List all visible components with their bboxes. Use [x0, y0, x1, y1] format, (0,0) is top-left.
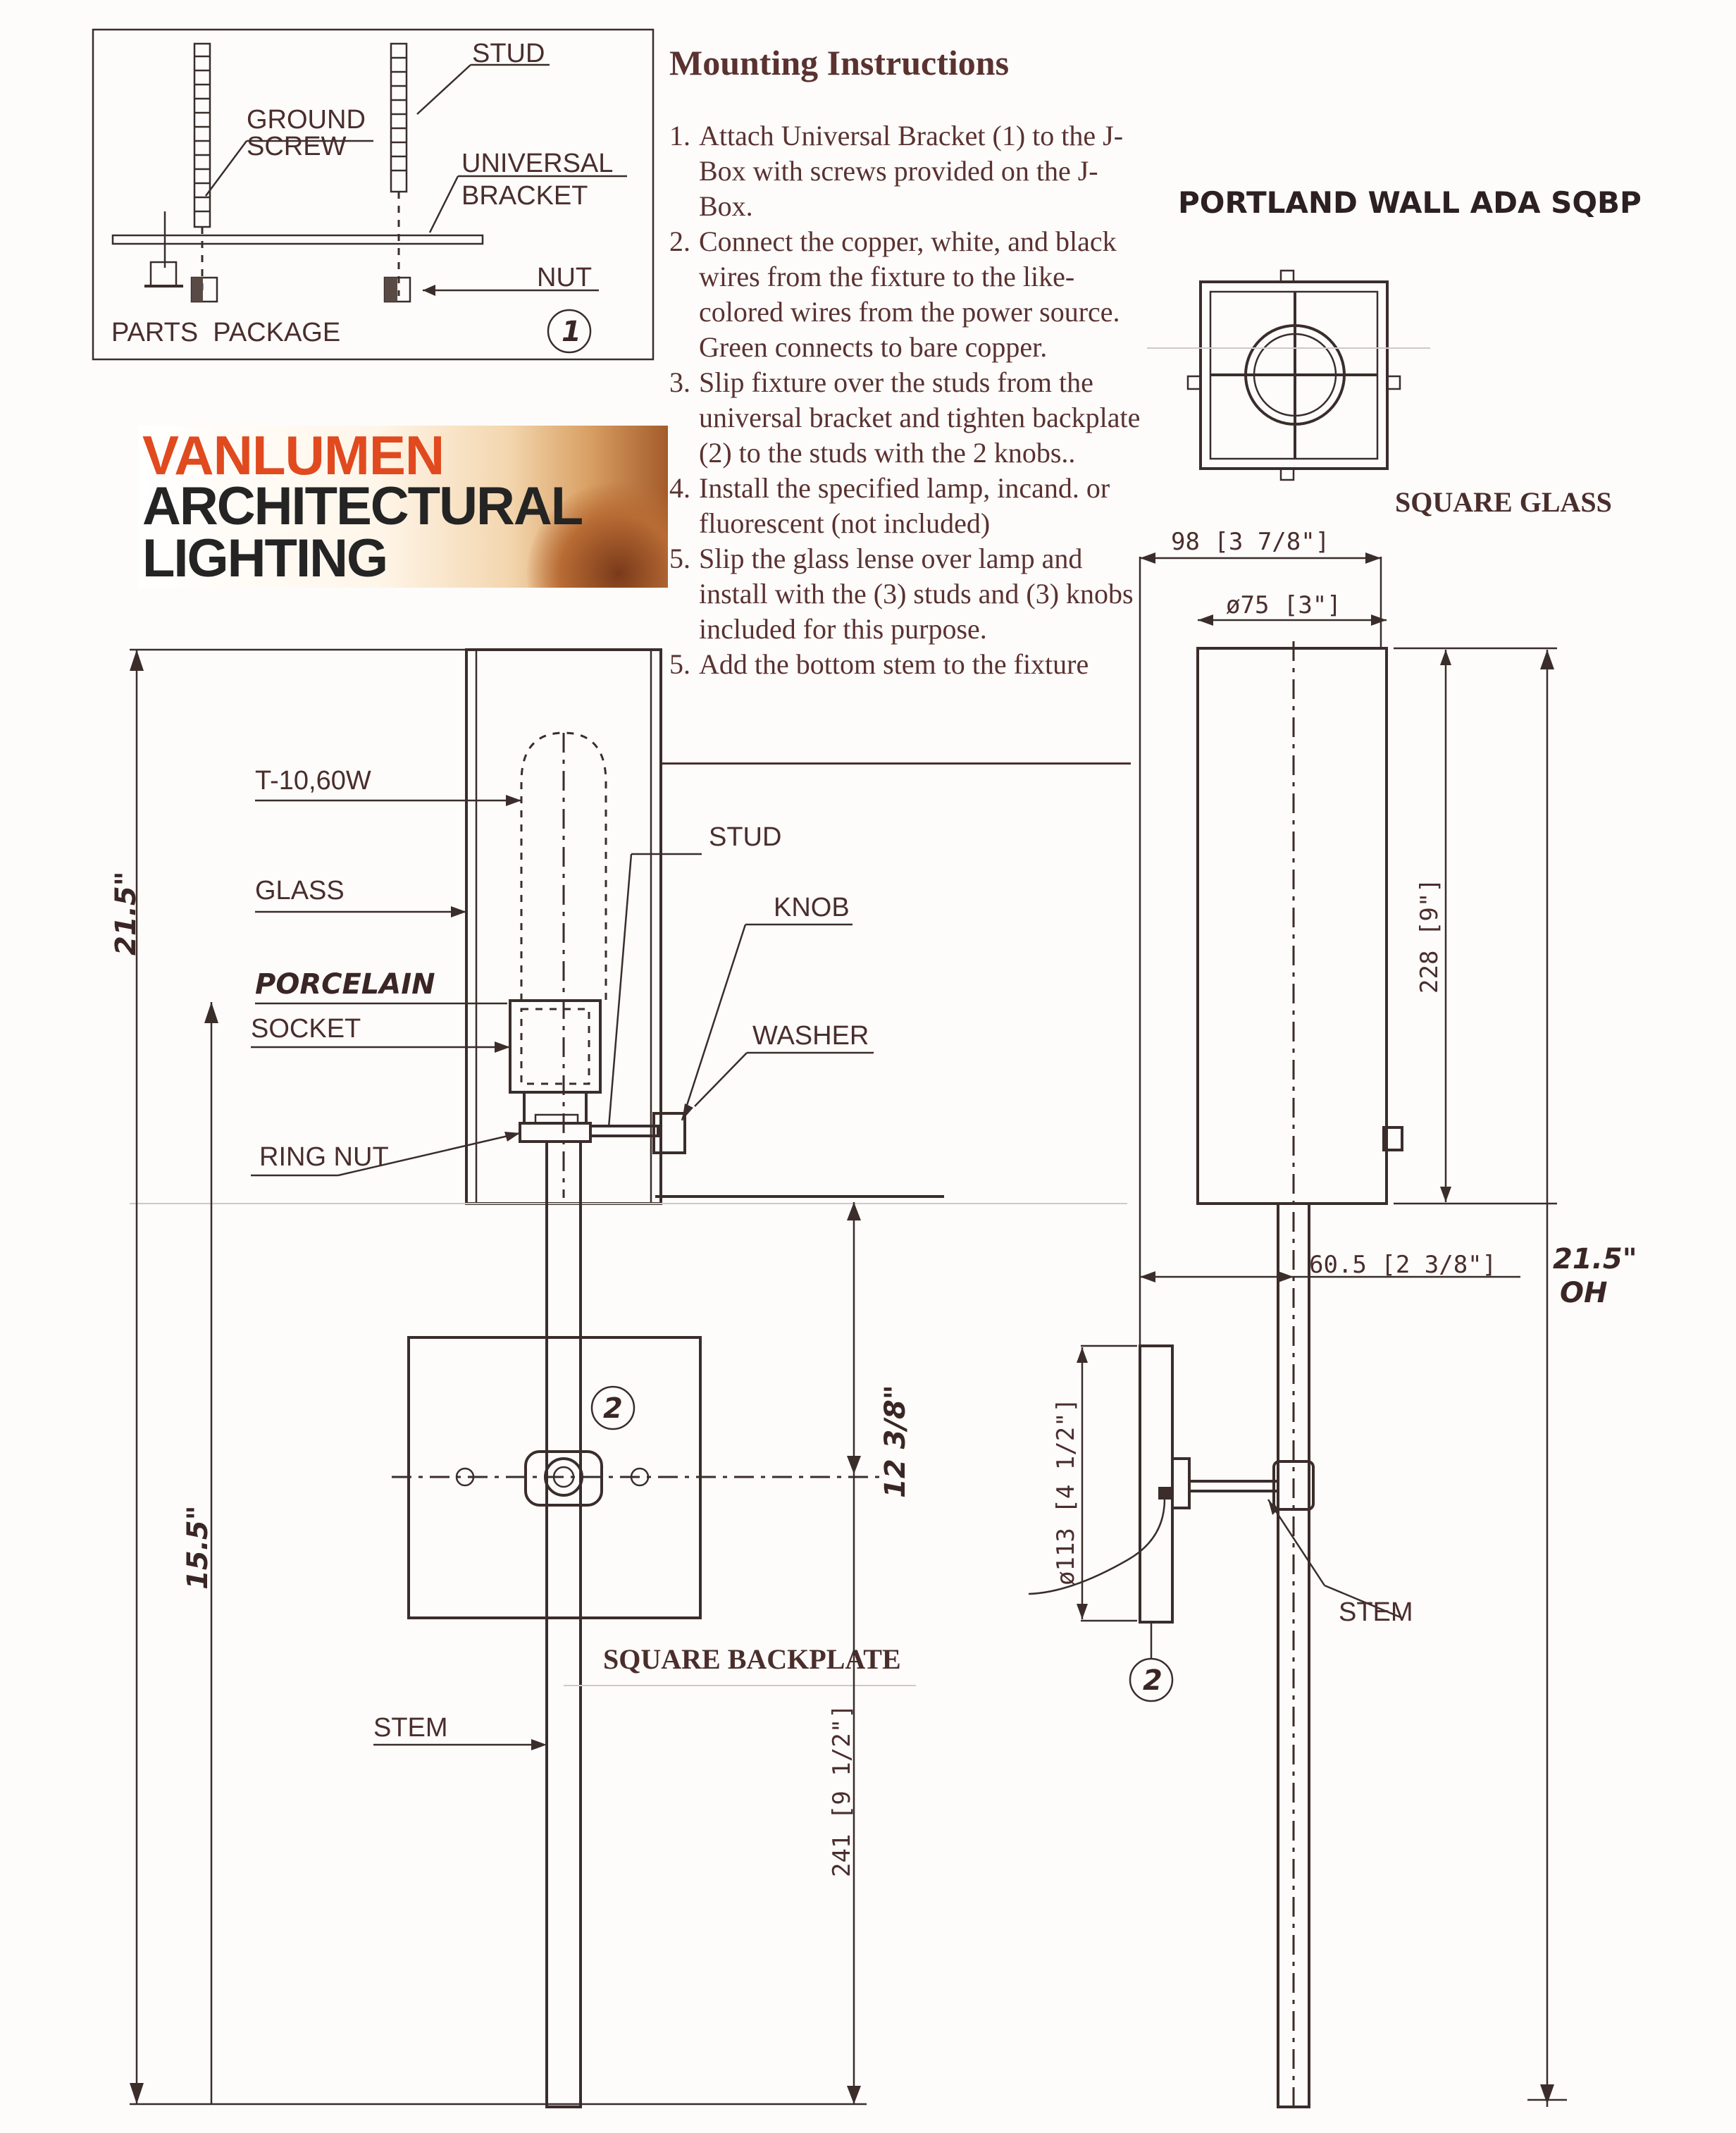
overall-height-value: 21.5" — [1553, 1243, 1637, 1275]
porcelain-socket — [509, 999, 602, 1094]
front-stem-label: STEM — [373, 1713, 448, 1743]
stud-label-front: STUD — [709, 822, 781, 852]
step-number: 5. — [669, 543, 690, 574]
step-text: Add the bottom stem to the fixture — [699, 648, 1089, 680]
backplate-size-dimension: ø113 [4 1/2"] — [1052, 1398, 1080, 1585]
side-backplate-number: 2 — [1143, 1664, 1162, 1697]
parts-package-title: PARTS PACKAGE — [111, 318, 340, 347]
stem-length-dimension: 241 [9 1/2"] — [828, 1704, 856, 1877]
side-stem-label: STEM — [1339, 1597, 1413, 1627]
step-text: Connect the copper, white, and black wir… — [699, 225, 1120, 363]
stud-label: STUD — [472, 39, 545, 68]
backplate-number-circle — [590, 1385, 636, 1430]
backplate-number: 2 — [603, 1392, 623, 1425]
right-stud — [390, 42, 408, 193]
universal-label: UNIVERSAL — [461, 149, 613, 178]
diameter-dimension: ø75 [3"] — [1226, 591, 1341, 619]
instructions-heading: Mounting Instructions — [669, 43, 1010, 82]
square-backplate-label: SQUARE BACKPLATE — [603, 1643, 901, 1675]
step-text: Slip the glass lense over lamp and insta… — [699, 543, 1134, 645]
height-dimension: 228 [9"] — [1415, 878, 1444, 994]
side-stem — [1277, 1202, 1310, 2108]
part-number-1: 1 — [562, 316, 581, 348]
backplate-offset-dimension: 12 3/8" — [879, 1385, 912, 1498]
front-view: 2 SQUARE BACKPLATE T-10,60W — [110, 648, 1127, 2108]
instruction-step: 4. Install the specified lamp, incand. or… — [669, 471, 1148, 541]
instruction-step: 3. Slip fixture over the studs from the u… — [669, 365, 1148, 471]
step-text: Slip fixture over the studs from the uni… — [699, 366, 1141, 469]
mounting-instructions: Mounting Instructions 1. Attach Universal… — [669, 42, 1148, 682]
step-text: Attach Universal Bracket (1) to the J-Bo… — [699, 120, 1124, 222]
side-backplate — [1139, 1344, 1174, 1624]
step-number: 4. — [669, 472, 690, 504]
square-glass-label: SQUARE GLASS — [1395, 486, 1612, 518]
step-number: 2. — [669, 225, 690, 257]
knob-label: KNOB — [774, 893, 850, 922]
instruction-step: 5. Add the bottom stem to the fixture — [669, 647, 1148, 682]
instruction-step: 5. Slip the glass lense over lamp and ins… — [669, 541, 1148, 647]
front-knob — [652, 1112, 686, 1154]
width-dimension: 98 [3 7/8"] — [1171, 528, 1329, 556]
ground-label: GROUND — [247, 105, 366, 135]
side-knob — [1272, 1460, 1315, 1511]
instruction-step: 2. Connect the copper, white, and black w… — [669, 224, 1148, 365]
front-stem — [545, 1140, 582, 2108]
ring-nut — [519, 1122, 592, 1143]
parts-package-diagram: STUD GROUND SCREW UNIVERSAL BRACKET NUT … — [92, 28, 655, 361]
overall-height-unit: OH — [1560, 1277, 1607, 1309]
step-text: Install the specified lamp, incand. or f… — [699, 472, 1110, 539]
part-number-circle — [547, 309, 592, 354]
step-number: 1. — [669, 120, 690, 152]
product-name: PORTLAND WALL ADA SQBP — [1178, 185, 1642, 220]
universal-bracket-bar — [111, 234, 484, 245]
mount-height-dimension: 15.5" — [182, 1505, 214, 1590]
logo-line-1: VANLUMEN — [142, 426, 445, 486]
screw-label: SCREW — [247, 132, 347, 161]
backplate-hub — [524, 1450, 603, 1507]
step-number: 5. — [669, 648, 690, 680]
overall-height-dimension: 21.5" — [110, 871, 142, 956]
side-view: 98 [3 7/8"] ø75 [3"] 228 [9"] 21.5" OH 6… — [1028, 528, 1637, 2108]
parts-package-frame — [92, 28, 655, 361]
instruction-step: 1. Attach Universal Bracket (1) to the J-… — [669, 118, 1148, 224]
glass-label: GLASS — [255, 876, 345, 905]
nut-label: NUT — [537, 263, 592, 292]
porcelain-label: PORCELAIN — [255, 968, 435, 1001]
bracket-label: BRACKET — [461, 181, 588, 211]
square-glass-top-view — [1147, 269, 1430, 481]
washer-label: WASHER — [752, 1021, 869, 1051]
lamp-label: T-10,60W — [255, 766, 371, 796]
side-glass-body — [1196, 647, 1388, 1205]
ring-nut-label: RING NUT — [259, 1142, 389, 1172]
ground-screw — [149, 261, 178, 288]
logo-line-3: LIGHTING — [142, 528, 388, 588]
socket-label: SOCKET — [251, 1014, 361, 1044]
step-number: 3. — [669, 366, 690, 398]
projection-dimension: 60.5 [2 3/8"] — [1309, 1251, 1496, 1279]
logo-line-2: ARCHITECTURAL — [142, 476, 583, 536]
vanlumen-logo: VANLUMEN ARCHITECTURAL LIGHTING — [138, 426, 668, 588]
instructions-divider — [662, 762, 1131, 765]
instructions-list: 1. Attach Universal Bracket (1) to the J-… — [669, 118, 1148, 682]
